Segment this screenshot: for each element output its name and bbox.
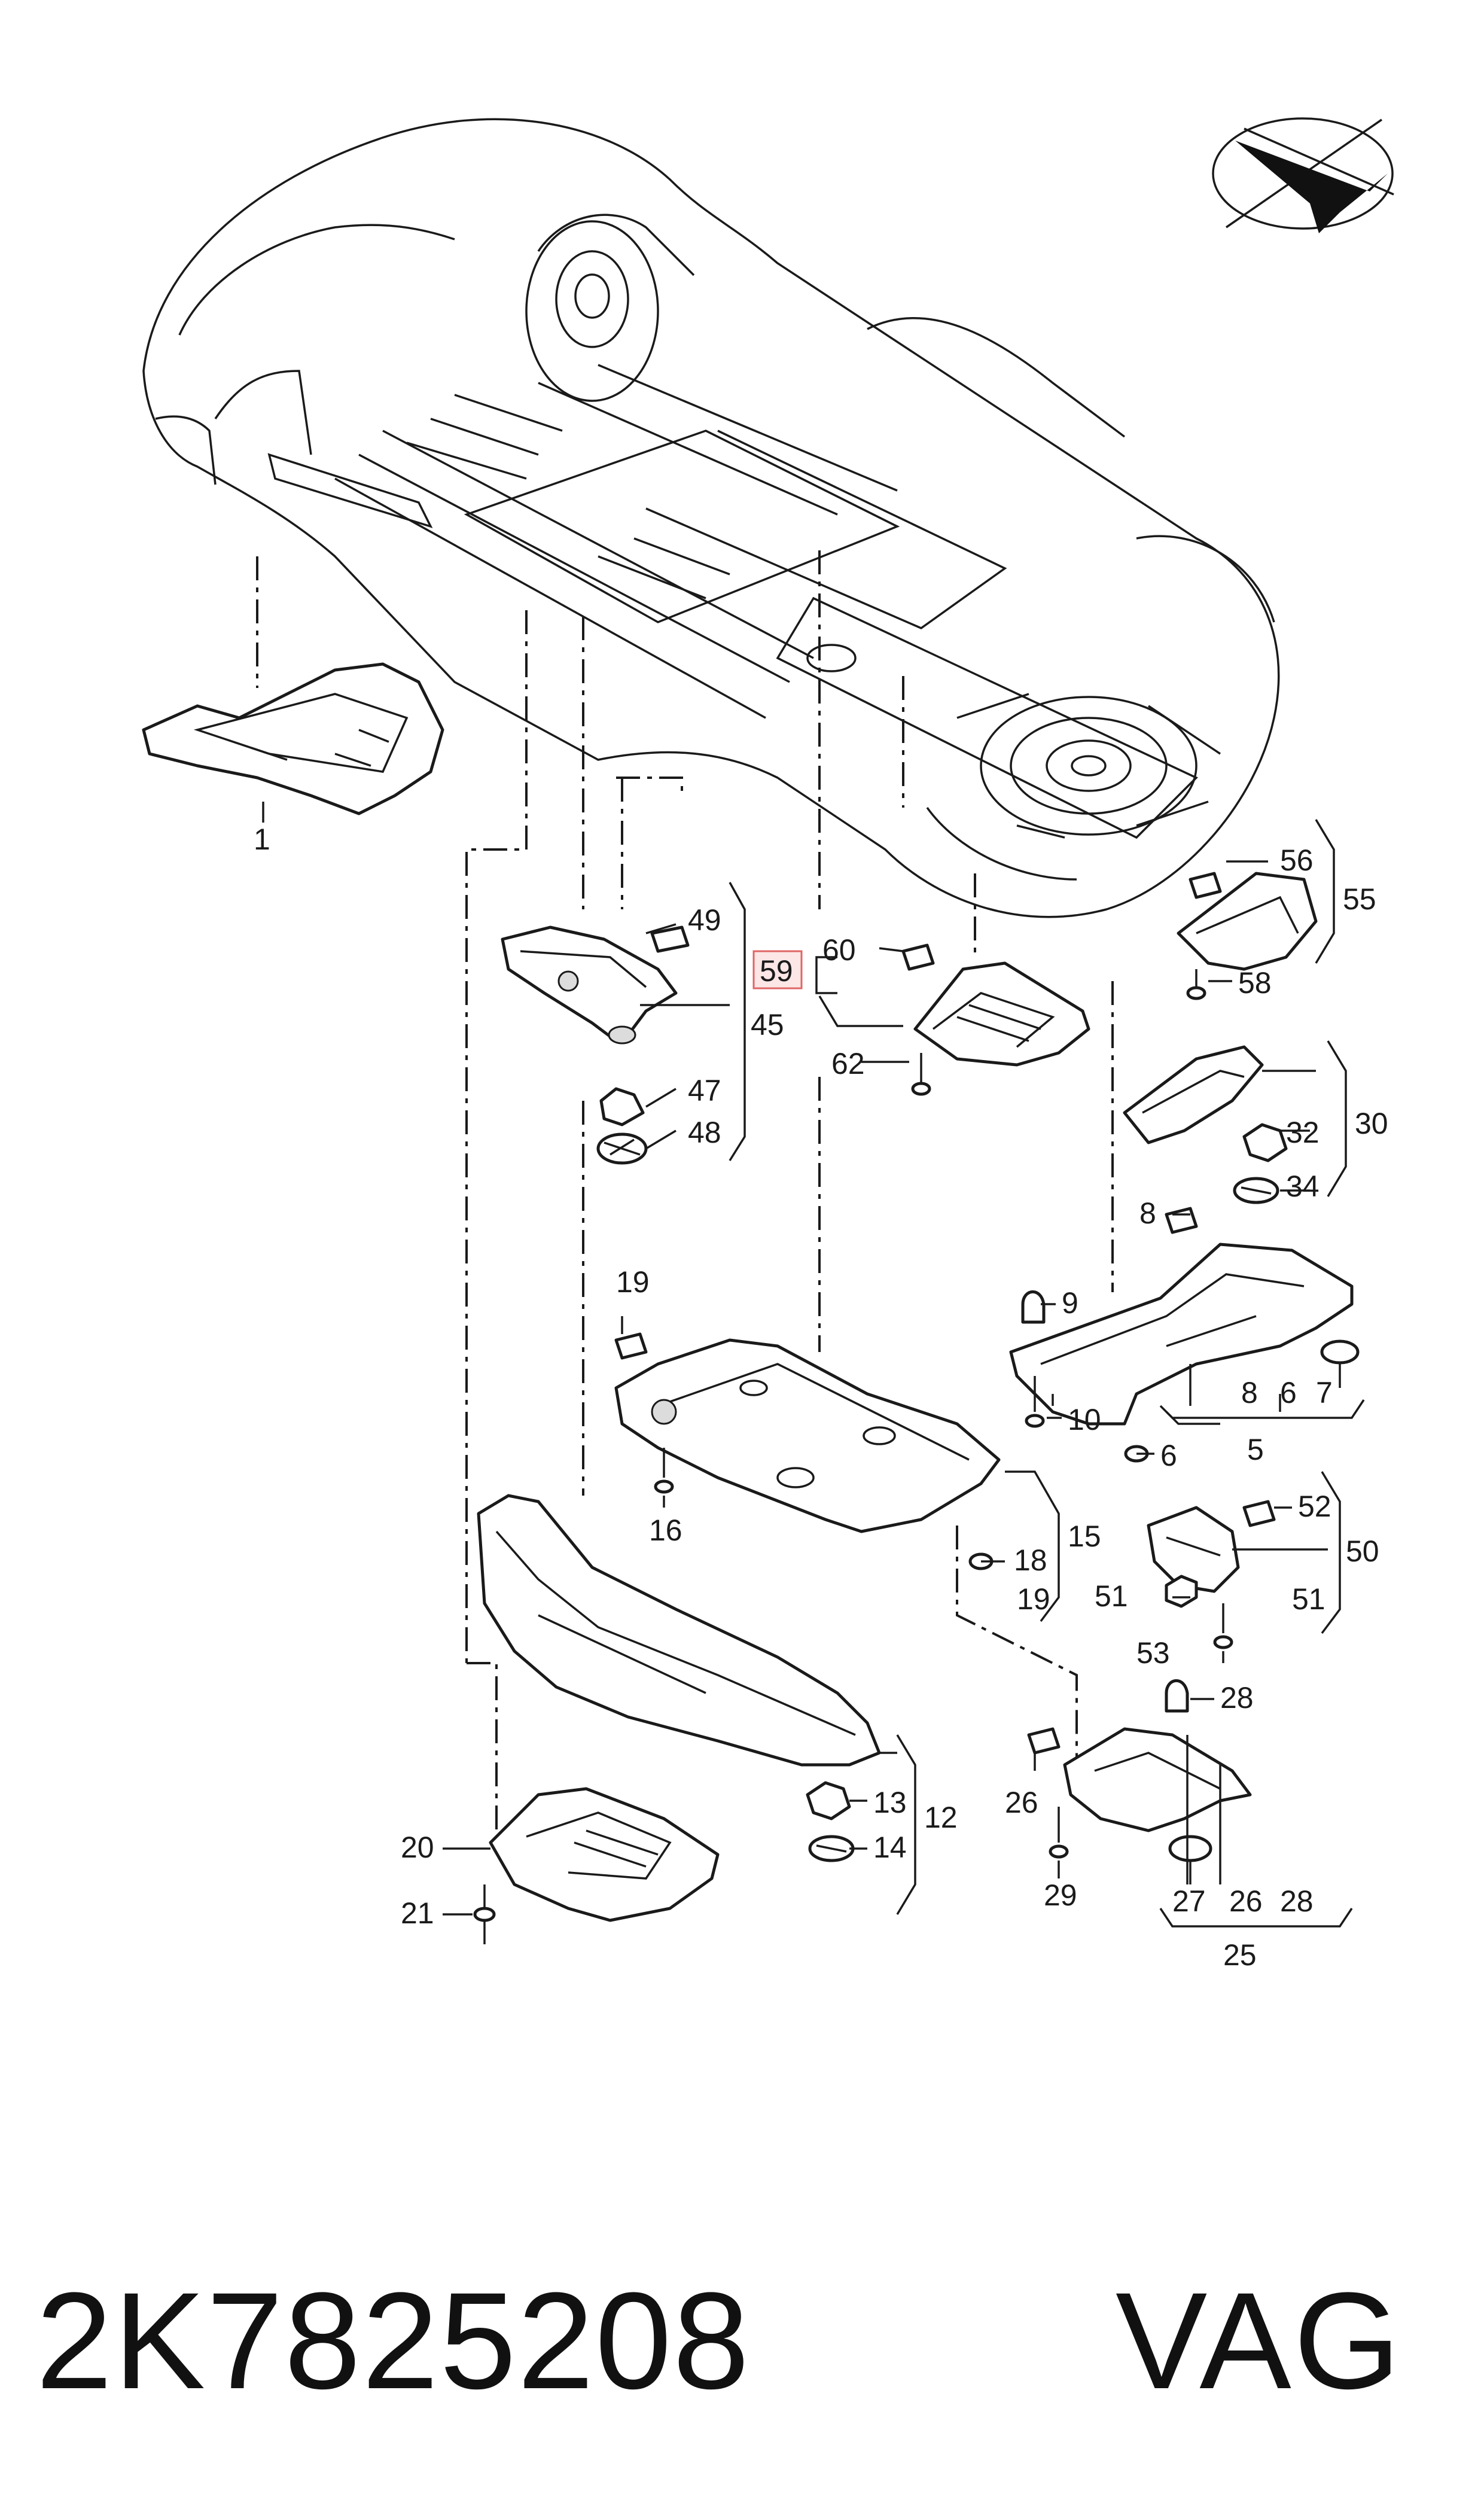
bolt-16: [654, 1448, 674, 1494]
callout-52: 52: [1298, 1490, 1331, 1523]
car-orientation-arrow-icon: [1212, 117, 1394, 233]
washer-7: [1320, 1339, 1360, 1365]
part-20-engine-guard: [489, 1787, 720, 1922]
callout-6a: 6: [1160, 1439, 1177, 1472]
clip-52: [1242, 1500, 1276, 1527]
nut-51: [1165, 1575, 1198, 1608]
callout-8b: 8: [1241, 1376, 1258, 1409]
callout-59: 59: [760, 954, 793, 988]
callout-48: 48: [688, 1116, 721, 1149]
plug-28: [1165, 1679, 1189, 1713]
callout-45: 45: [751, 1008, 784, 1042]
exploded-parts-diagram: 1 49 45 47 48 59 60 62 56 55 58 30 32 34…: [142, 117, 1394, 1972]
washer-48: [596, 1132, 648, 1165]
plug-9: [1021, 1290, 1046, 1324]
clip-8: [1165, 1207, 1198, 1234]
callout-15: 15: [1068, 1520, 1101, 1553]
clip-19: [614, 1332, 648, 1360]
bolt-21: [473, 1884, 496, 1944]
callout-14: 14: [873, 1831, 907, 1864]
callout-1: 1: [254, 823, 270, 856]
part-25-rear-bracket: [1063, 1727, 1252, 1832]
clip-56: [1189, 872, 1222, 899]
callout-58: 58: [1238, 966, 1272, 1000]
washer-14: [808, 1835, 855, 1862]
callout-6b: 6: [1280, 1376, 1297, 1409]
callout-28b: 28: [1280, 1884, 1314, 1918]
callout-29: 29: [1044, 1878, 1077, 1912]
callout-18: 18: [1014, 1543, 1047, 1577]
clip-60: [901, 943, 935, 971]
highlight-box-59: [752, 950, 803, 989]
callout-25: 25: [1223, 1938, 1257, 1972]
callout-20: 20: [401, 1831, 434, 1864]
callout-28a: 28: [1220, 1681, 1254, 1715]
bolt-10: [1025, 1376, 1045, 1428]
part-30-bracket: [1123, 1045, 1264, 1144]
callout-34: 34: [1286, 1170, 1320, 1203]
washer-34: [1233, 1177, 1279, 1204]
clip-26: [1027, 1727, 1061, 1755]
callout-8a: 8: [1139, 1196, 1156, 1230]
bolt-62: [911, 1053, 931, 1096]
brand-label: VAG: [1116, 2264, 1403, 2417]
callout-13: 13: [873, 1786, 907, 1819]
callout-12: 12: [924, 1801, 958, 1834]
callout-19b: 19: [1017, 1582, 1050, 1616]
callout-56: 56: [1280, 844, 1314, 877]
callout-5: 5: [1247, 1433, 1264, 1466]
callout-labels: 1 49 45 47 48 59 60 62 56 55 58 30 32 34…: [254, 823, 1388, 1972]
callout-26a: 26: [1005, 1786, 1038, 1819]
callout-62: 62: [831, 1047, 865, 1080]
bolt-58: [1186, 969, 1206, 1000]
part-5-rear-guard: [1009, 1243, 1354, 1426]
nut-47: [599, 1087, 645, 1126]
callout-49: 49: [688, 903, 721, 937]
callout-26b: 26: [1229, 1884, 1263, 1918]
part-55-cover: [1177, 872, 1318, 971]
bolt-29: [1049, 1807, 1069, 1859]
callout-27: 27: [1172, 1884, 1206, 1918]
callout-50: 50: [1346, 1534, 1379, 1568]
callout-51a: 51: [1095, 1579, 1128, 1613]
callout-51b: 51: [1292, 1582, 1325, 1616]
part-50-bracket: [1147, 1506, 1240, 1593]
nut-13: [806, 1781, 851, 1820]
callout-55: 55: [1343, 882, 1376, 916]
part-59-guard: [913, 961, 1090, 1067]
washer-27: [1168, 1835, 1212, 1862]
callout-30: 30: [1355, 1107, 1388, 1140]
callout-16: 16: [649, 1514, 682, 1547]
callout-21: 21: [401, 1896, 434, 1930]
guide-lines: [256, 550, 1114, 1831]
callout-47: 47: [688, 1074, 721, 1107]
callout-32: 32: [1286, 1116, 1320, 1149]
callout-9: 9: [1062, 1286, 1078, 1320]
clip-49: [650, 925, 690, 953]
bolt-53: [1213, 1603, 1233, 1649]
part-45-heat-shield: [501, 925, 678, 1045]
callout-10: 10: [1068, 1403, 1101, 1436]
callout-19a: 19: [616, 1265, 650, 1299]
part-number: 2K7825208: [36, 2264, 751, 2417]
callout-7: 7: [1316, 1376, 1333, 1409]
callout-60: 60: [822, 933, 856, 967]
car-body-underside: [142, 118, 1280, 918]
part-15-center-panel: [614, 1338, 1001, 1533]
nut-32: [1242, 1123, 1288, 1162]
part-1-front-guard: [142, 662, 444, 815]
callout-53: 53: [1136, 1636, 1170, 1670]
leader-lines: [262, 802, 1365, 1928]
